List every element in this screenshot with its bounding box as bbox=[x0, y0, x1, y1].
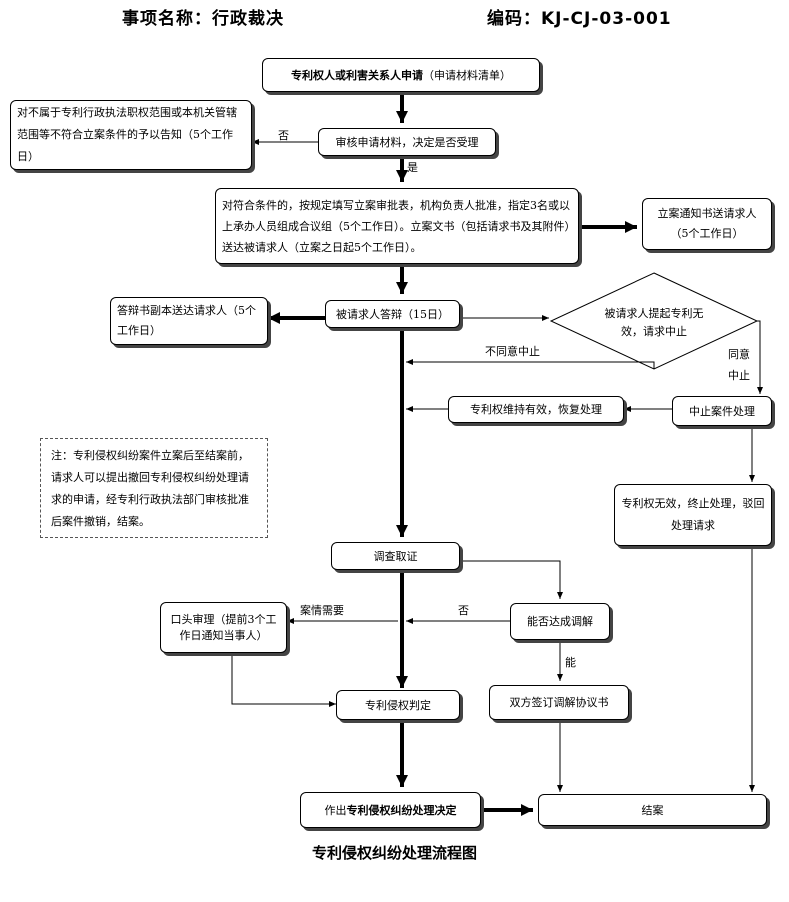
label-disagree-suspend: 不同意中止 bbox=[485, 345, 540, 358]
node-patent-valid: 专利权维持有效，恢复处理 bbox=[448, 396, 624, 423]
item-name-header: 事项名称：行政裁决 bbox=[122, 9, 284, 29]
node-close: 结案 bbox=[538, 794, 767, 826]
node-patent-invalid: 专利权无效，终止处理，驳回处理请求 bbox=[614, 484, 772, 546]
node-file-case: 对符合条件的，按规定填写立案审批表，机构负责人批准，指定3名或以上承办人员组成合… bbox=[215, 188, 579, 264]
node-defense: 被请求人答辩（15日） bbox=[325, 300, 460, 328]
node-apply-bold: 专利权人或利害关系人申请 bbox=[291, 68, 423, 82]
diagram-caption: 专利侵权纠纷处理流程图 bbox=[311, 844, 477, 862]
node-review: 审核申请材料，决定是否受理 bbox=[318, 128, 496, 156]
node-filing-notice: 立案通知书送请求人（5个工作日） bbox=[642, 198, 772, 250]
label-yes: 是 bbox=[407, 161, 418, 174]
node-mediation-agreement: 双方签订调解协议书 bbox=[489, 685, 629, 720]
node-reject-notice: 对不属于专利行政执法职权范围或本机关管辖范围等不符合立案条件的予以告知（5个工作… bbox=[10, 100, 252, 170]
node-decision-prefix: 作出 bbox=[324, 803, 347, 817]
arrow-oral-judgement bbox=[231, 653, 336, 707]
node-apply-rest: （申请材料清单） bbox=[423, 68, 511, 82]
node-decision-bold: 专利侵权纠纷处理决定 bbox=[346, 803, 457, 817]
arrow-disagree-spine bbox=[406, 359, 655, 369]
item-code-header: 编码：KJ-CJ-03-001 bbox=[487, 9, 672, 29]
arrow-agree-suspend bbox=[757, 320, 763, 394]
withdrawal-note: 注：专利侵权纠纷案件立案后至结案前，请求人可以提出撤回专利侵权纠纷处理请求的申请… bbox=[40, 438, 268, 538]
label-no-mediation: 否 bbox=[458, 604, 469, 617]
node-oral-hearing: 口头审理（提前3个工作日通知当事人） bbox=[160, 602, 287, 653]
label-suspend-short: 中止 bbox=[728, 369, 750, 382]
label-can: 能 bbox=[565, 656, 576, 669]
node-defense-copy: 答辩书副本送达请求人（5个工作日） bbox=[110, 297, 268, 345]
label-agree: 同意 bbox=[728, 348, 750, 361]
label-no: 否 bbox=[278, 129, 289, 142]
node-suspend: 中止案件处理 bbox=[672, 396, 772, 426]
node-decision: 作出专利侵权纠纷处理决定 bbox=[300, 792, 481, 828]
label-case-needs: 案情需要 bbox=[300, 604, 344, 617]
decision-diamond-text: 被请求人提起专利无效，请求中止 bbox=[604, 307, 704, 338]
node-investigate: 调查取证 bbox=[331, 542, 460, 570]
node-infringement-judgement: 专利侵权判定 bbox=[336, 690, 460, 720]
arrow-investigate-mediation bbox=[460, 560, 563, 599]
node-mediation-check: 能否达成调解 bbox=[510, 603, 610, 640]
node-apply: 专利权人或利害关系人申请（申请材料清单） bbox=[262, 58, 540, 92]
